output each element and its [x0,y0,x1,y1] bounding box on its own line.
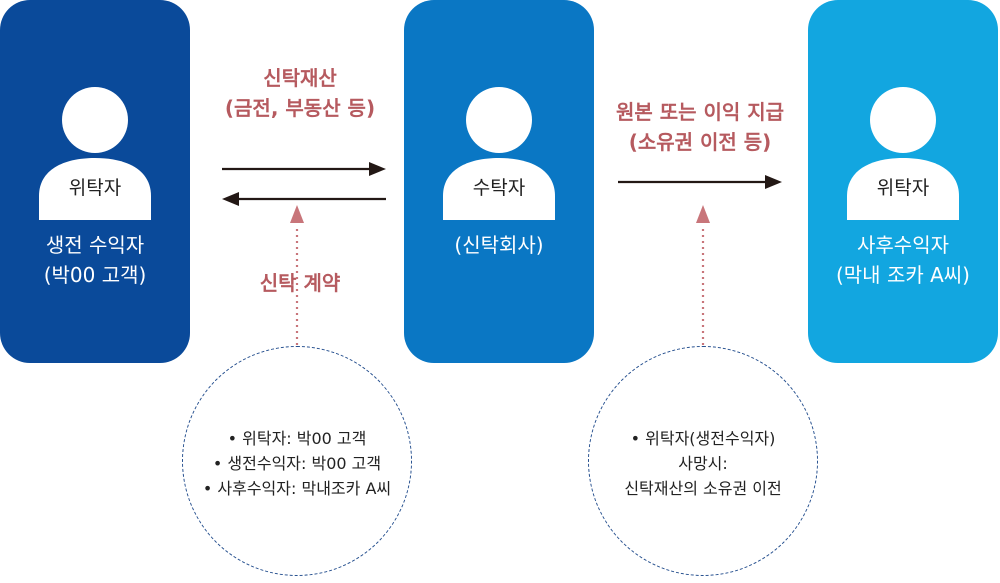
card-subtitle: (신탁회사) [454,233,544,257]
trust-property-label: 신탁재산 [263,66,337,90]
circle-line: 신탁재산의 소유권 이전 [624,479,782,498]
card-subtitle: 사후수익자 [857,233,949,257]
circle-line: • 위탁자(생전수익자) [630,429,776,448]
arrow-right-icon [618,175,782,189]
beneficiary-card: 위탁자 사후수익자 (막내 조카 A씨) [808,0,998,363]
trustee-card: 수탁자 (신탁회사) [404,0,594,363]
transfer-condition-circle: • 위탁자(생전수익자) 사망시: 신탁재산의 소유권 이전 [588,346,818,576]
person-icon: 위탁자 [33,78,157,220]
card-subtitle-2: (막내 조카 A씨) [835,263,970,287]
circle-line: • 사후수익자: 막내조카 A씨 [202,479,392,498]
contract-parties-circle: • 위탁자: 박00 고객 • 생전수익자: 박00 고객 • 사후수익자: 막… [182,346,412,576]
trust-contract-label: 신탁 계약 [259,271,341,295]
card-subtitle: 생전 수익자 [45,233,145,257]
person-icon: 수탁자 [437,78,561,220]
card-role-label: 위탁자 [68,177,122,199]
person-icon: 위탁자 [841,78,965,220]
card-role-label: 수탁자 [472,177,526,199]
payment-label: 원본 또는 이익 지급 [615,100,785,124]
arrow-right-icon [222,162,386,176]
circle-line: • 위탁자: 박00 고객 [227,429,367,448]
arrow-left-icon [222,192,386,206]
circle-line: • 생전수익자: 박00 고객 [212,454,382,473]
card-subtitle-2: (박00 고객) [43,263,147,287]
settlor-card: 위탁자 생전 수익자 (박00 고객) [0,0,190,363]
dotted-arrow-up-icon [696,205,710,345]
trust-property-sub-label: (금전, 부동산 등) [224,96,376,120]
dotted-arrow-up-icon [290,205,304,345]
circle-line: 사망시: [678,454,728,473]
card-role-label: 위탁자 [876,177,930,199]
payment-sub-label: (소유권 이전 등) [628,130,772,154]
